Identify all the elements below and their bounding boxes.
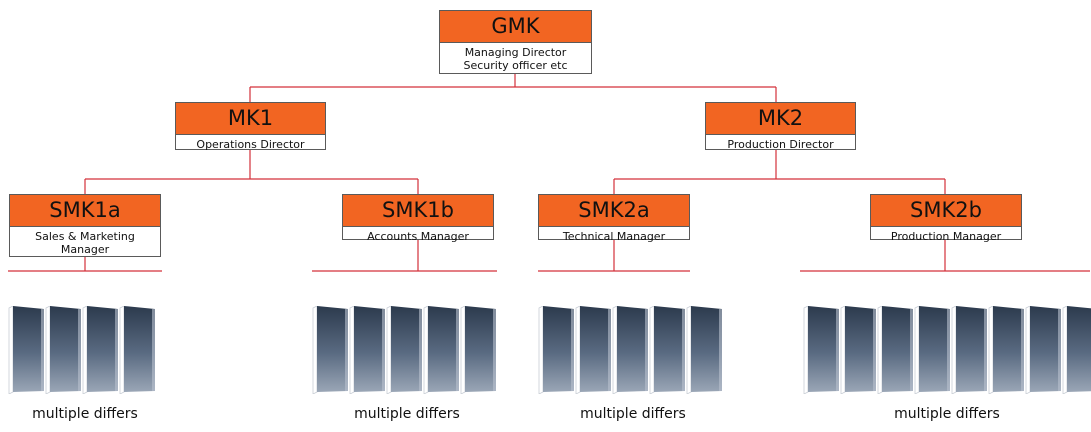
differs-group-smk1a: multiple differs	[8, 302, 162, 432]
differ-device-icon	[312, 306, 350, 394]
node-code: SMK1b	[343, 195, 493, 227]
differ-device-icon	[538, 306, 576, 394]
differ-device-icon	[45, 306, 83, 394]
differ-device-icon	[840, 306, 878, 394]
key-hierarchy-diagram: GMK Managing Director Security officer e…	[8, 10, 1091, 422]
node-roles: Sales & Marketing Manager	[10, 227, 160, 256]
node-roles: Managing Director Security officer etc	[440, 43, 591, 72]
node-roles: Technical Manager	[539, 227, 689, 243]
differ-device-icon	[877, 306, 915, 394]
differ-device-icon	[686, 306, 724, 394]
node-role: Operations Director	[196, 138, 305, 151]
differs-label: multiple differs	[580, 406, 686, 422]
differ-device-icon	[349, 306, 387, 394]
differs-group-smk2a: multiple differs	[538, 302, 728, 432]
node-role: Production Manager	[890, 230, 1002, 243]
differs-group-smk2b: multiple differs	[803, 302, 1091, 432]
differ-device-icon	[612, 306, 650, 394]
differs-row	[8, 302, 157, 398]
differ-device-icon	[951, 306, 989, 394]
node-code: MK2	[706, 103, 855, 135]
differ-device-icon	[82, 306, 120, 394]
node-smk2b: SMK2b Production Manager	[870, 194, 1022, 243]
differs-group-smk1b: multiple differs	[312, 302, 502, 432]
node-roles: Operations Director	[176, 135, 325, 151]
node-roles: Production Director	[706, 135, 855, 151]
differ-device-icon	[914, 306, 952, 394]
node-gmk: GMK Managing Director Security officer e…	[439, 10, 592, 74]
differ-device-icon	[1062, 306, 1091, 394]
node-code: GMK	[440, 11, 591, 43]
node-code: MK1	[176, 103, 325, 135]
differs-label: multiple differs	[894, 406, 1000, 422]
differs-row	[803, 302, 1091, 398]
node-roles: Production Manager	[871, 227, 1021, 243]
differ-device-icon	[8, 306, 46, 394]
node-mk1: MK1 Operations Director	[175, 102, 326, 151]
differ-device-icon	[423, 306, 461, 394]
node-code: SMK2b	[871, 195, 1021, 227]
differ-device-icon	[460, 306, 498, 394]
differs-row	[538, 302, 724, 398]
differ-device-icon	[575, 306, 613, 394]
node-role: Sales & Marketing	[35, 230, 135, 243]
node-role: Managing Director	[464, 46, 567, 59]
node-role: Technical Manager	[562, 230, 666, 243]
differ-device-icon	[649, 306, 687, 394]
node-smk2a: SMK2a Technical Manager	[538, 194, 690, 243]
differ-device-icon	[386, 306, 424, 394]
node-code: SMK2a	[539, 195, 689, 227]
node-role: Manager	[60, 243, 110, 256]
node-mk2: MK2 Production Director	[705, 102, 856, 151]
node-code: SMK1a	[10, 195, 160, 227]
node-roles: Accounts Manager	[343, 227, 493, 243]
differ-device-icon	[988, 306, 1026, 394]
node-role: Security officer etc	[463, 59, 568, 72]
differ-device-icon	[1025, 306, 1063, 394]
connector-lines	[8, 74, 1090, 272]
differs-row	[312, 302, 498, 398]
differ-device-icon	[119, 306, 157, 394]
differ-device-icon	[803, 306, 841, 394]
differs-label: multiple differs	[354, 406, 460, 422]
node-smk1a: SMK1a Sales & Marketing Manager	[9, 194, 161, 257]
node-smk1b: SMK1b Accounts Manager	[342, 194, 494, 243]
node-role: Production Director	[727, 138, 834, 151]
differs-label: multiple differs	[32, 406, 138, 422]
node-role: Accounts Manager	[367, 230, 469, 243]
